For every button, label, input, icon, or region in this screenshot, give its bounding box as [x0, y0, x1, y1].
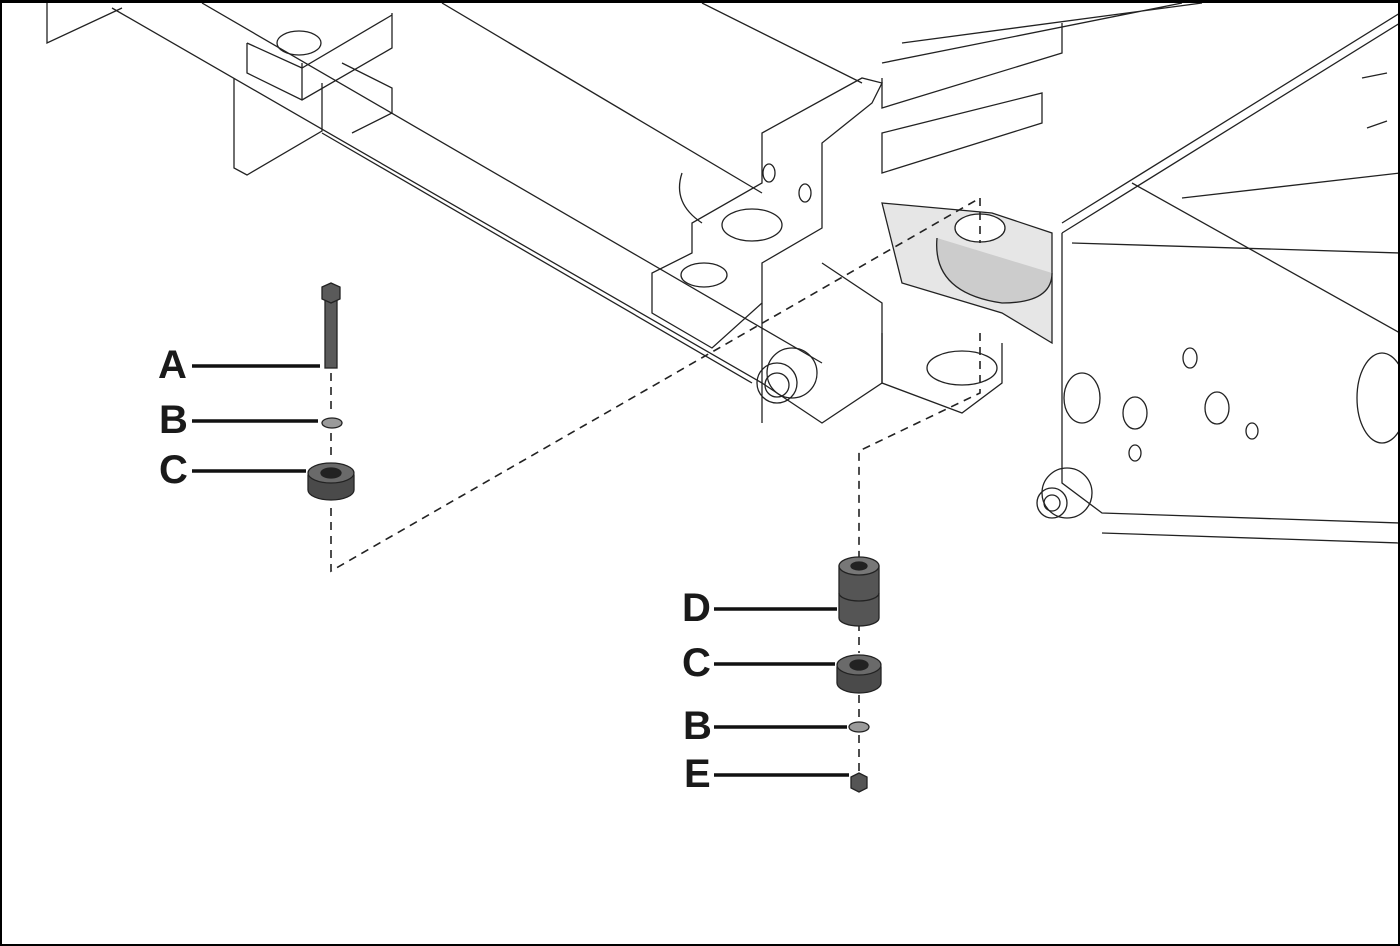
frame-rails: [46, 3, 863, 423]
callout-c-left: C: [159, 448, 188, 492]
callout-a: A: [158, 343, 187, 387]
bushing-c-right: [836, 654, 882, 694]
callout-d: D: [682, 586, 711, 630]
washer-b-left: [321, 417, 343, 429]
pivot-arm: [881, 23, 1063, 414]
right-frame: [881, 3, 1398, 544]
callout-b-right: B: [683, 704, 712, 748]
frame-line-art: [46, 3, 1398, 793]
sleeve-d: [838, 556, 880, 627]
bolt-a: [321, 282, 341, 369]
callout-c-right: C: [682, 641, 711, 685]
callout-e: E: [684, 752, 711, 796]
alignment-lines: [330, 197, 981, 773]
center-bracket: [651, 77, 883, 424]
washer-b-right: [848, 721, 870, 733]
leader-lines: [192, 364, 849, 777]
bushing-c-left: [307, 462, 355, 501]
nut-e: [850, 772, 868, 793]
callout-b-left: B: [159, 398, 188, 442]
